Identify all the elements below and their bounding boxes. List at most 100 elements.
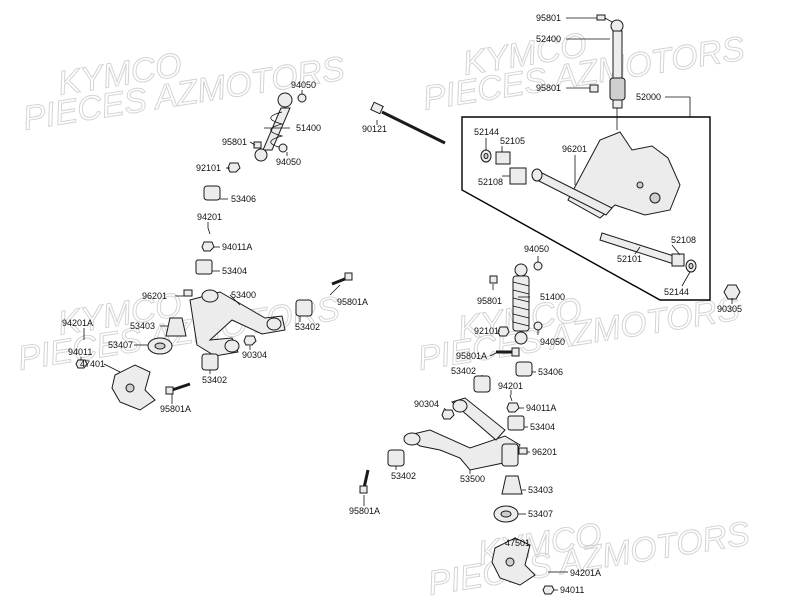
- boot-53407-a: [147, 337, 173, 355]
- part-label: 94201A: [62, 318, 93, 328]
- part-label: 95801A: [160, 404, 191, 414]
- nut-94011A-a: [201, 241, 215, 252]
- part-label: 95801: [222, 137, 247, 147]
- bushing-53403-b: [501, 475, 523, 495]
- leader-lines: [80, 17, 733, 591]
- nut-94011-b: [542, 585, 555, 595]
- knuckle-47401: [111, 364, 156, 411]
- part-label: 52105: [500, 136, 525, 146]
- part-label: 52144: [664, 287, 689, 297]
- washer-94050-a: [297, 93, 307, 103]
- part-label: 90304: [242, 350, 267, 360]
- part-label: 94201: [197, 212, 222, 222]
- cap-53406-a: [203, 185, 221, 201]
- part-label: 53402: [451, 366, 476, 376]
- assembly-frame: [461, 116, 711, 301]
- part-label: 53406: [538, 367, 563, 377]
- bushing-53402-d: [387, 449, 405, 467]
- nut-94011-a: [75, 359, 88, 369]
- part-label: 94050: [291, 80, 316, 90]
- part-label: 94011A: [526, 403, 556, 413]
- nut-90304-a: [243, 335, 257, 346]
- part-label: 53407: [108, 340, 133, 350]
- part-label: 94050: [524, 244, 549, 254]
- bolt-95801-top: [596, 14, 613, 23]
- part-label: 95801: [536, 83, 561, 93]
- part-label: 52101: [617, 254, 642, 264]
- bushing-52144-a: [480, 149, 492, 163]
- part-label: 53402: [202, 375, 227, 385]
- part-label: 90305: [717, 304, 742, 314]
- bushing-52108-a: [509, 167, 527, 185]
- washer-94050-d: [533, 321, 543, 331]
- bushing-53404-a: [195, 259, 213, 275]
- part-label: 52000: [636, 92, 661, 102]
- part-label: 53500: [460, 474, 485, 484]
- bolt-95801A-b: [165, 382, 191, 395]
- part-label: 52108: [671, 235, 696, 245]
- part-label: 53407: [528, 509, 553, 519]
- arm-53500: [403, 397, 521, 471]
- part-label: 53406: [231, 194, 256, 204]
- part-label: 96201: [562, 144, 587, 154]
- part-label: 95801A: [456, 351, 487, 361]
- part-label: 52108: [478, 177, 503, 187]
- part-label: 52400: [536, 34, 561, 44]
- part-label: 95801: [477, 296, 502, 306]
- front-shock-left: [254, 92, 293, 162]
- part-label: 94011: [68, 347, 92, 357]
- bushing-52108-b: [671, 253, 685, 267]
- part-label: 94011: [560, 585, 584, 595]
- part-label: 51400: [540, 292, 565, 302]
- part-label: 95801: [536, 13, 561, 23]
- washer-94050-b: [278, 143, 288, 153]
- bushing-52144-b: [685, 259, 697, 273]
- nut-90304-b: [441, 409, 455, 420]
- part-label: 53403: [528, 485, 553, 495]
- part-label: 96201: [532, 447, 557, 457]
- rear-shock-absorber: [609, 19, 626, 130]
- part-label: 52144: [474, 127, 499, 137]
- part-label: 53402: [295, 322, 320, 332]
- bushing-53402-a: [295, 299, 313, 317]
- washer-94050-c: [533, 261, 543, 271]
- knuckle-47501: [491, 537, 536, 586]
- part-label: 53404: [530, 422, 555, 432]
- bushing-53402-c: [473, 375, 491, 393]
- part-labels: 95801 52400 95801 52000 52144 52105 9620…: [62, 13, 742, 595]
- part-label: 95801A: [337, 297, 368, 307]
- part-label: 94050: [540, 337, 565, 347]
- bolt-92101-a: [227, 162, 241, 173]
- part-label: 51400: [296, 123, 321, 133]
- bolt-95801A-c: [496, 347, 520, 357]
- part-label: 94201A: [570, 568, 601, 578]
- front-shock-right: [512, 263, 530, 345]
- part-label: 94201: [498, 381, 523, 391]
- nut-94011A-b: [506, 402, 520, 413]
- boot-53407-b: [493, 505, 519, 523]
- pin-94201-b: [509, 394, 513, 402]
- part-label: 47501: [505, 538, 530, 548]
- part-label: 53400: [231, 290, 256, 300]
- bolt-96201-b: [518, 447, 528, 455]
- bolt-95801A-a: [331, 272, 353, 286]
- nut-90305: [723, 284, 741, 300]
- pin-94201-a: [207, 227, 211, 235]
- part-label: 53403: [130, 321, 155, 331]
- bushing-53403-a: [165, 317, 187, 337]
- bushing-53404-b: [507, 415, 525, 431]
- bolt-92101-b: [497, 326, 510, 337]
- bolt-95801-c: [489, 275, 498, 284]
- part-label: 53404: [222, 266, 247, 276]
- bolt-95801A-d: [359, 469, 370, 494]
- part-label: 53402: [391, 471, 416, 481]
- bolt-96201-a: [183, 289, 193, 297]
- bolt-95801-mid: [589, 84, 599, 93]
- part-label: 92101: [196, 163, 221, 173]
- part-label: 95801A: [349, 506, 380, 516]
- part-label: 90121: [362, 124, 387, 134]
- long-bolt-90121: [370, 101, 446, 145]
- arm-53400: [189, 289, 286, 357]
- part-label: 94011A: [222, 242, 252, 252]
